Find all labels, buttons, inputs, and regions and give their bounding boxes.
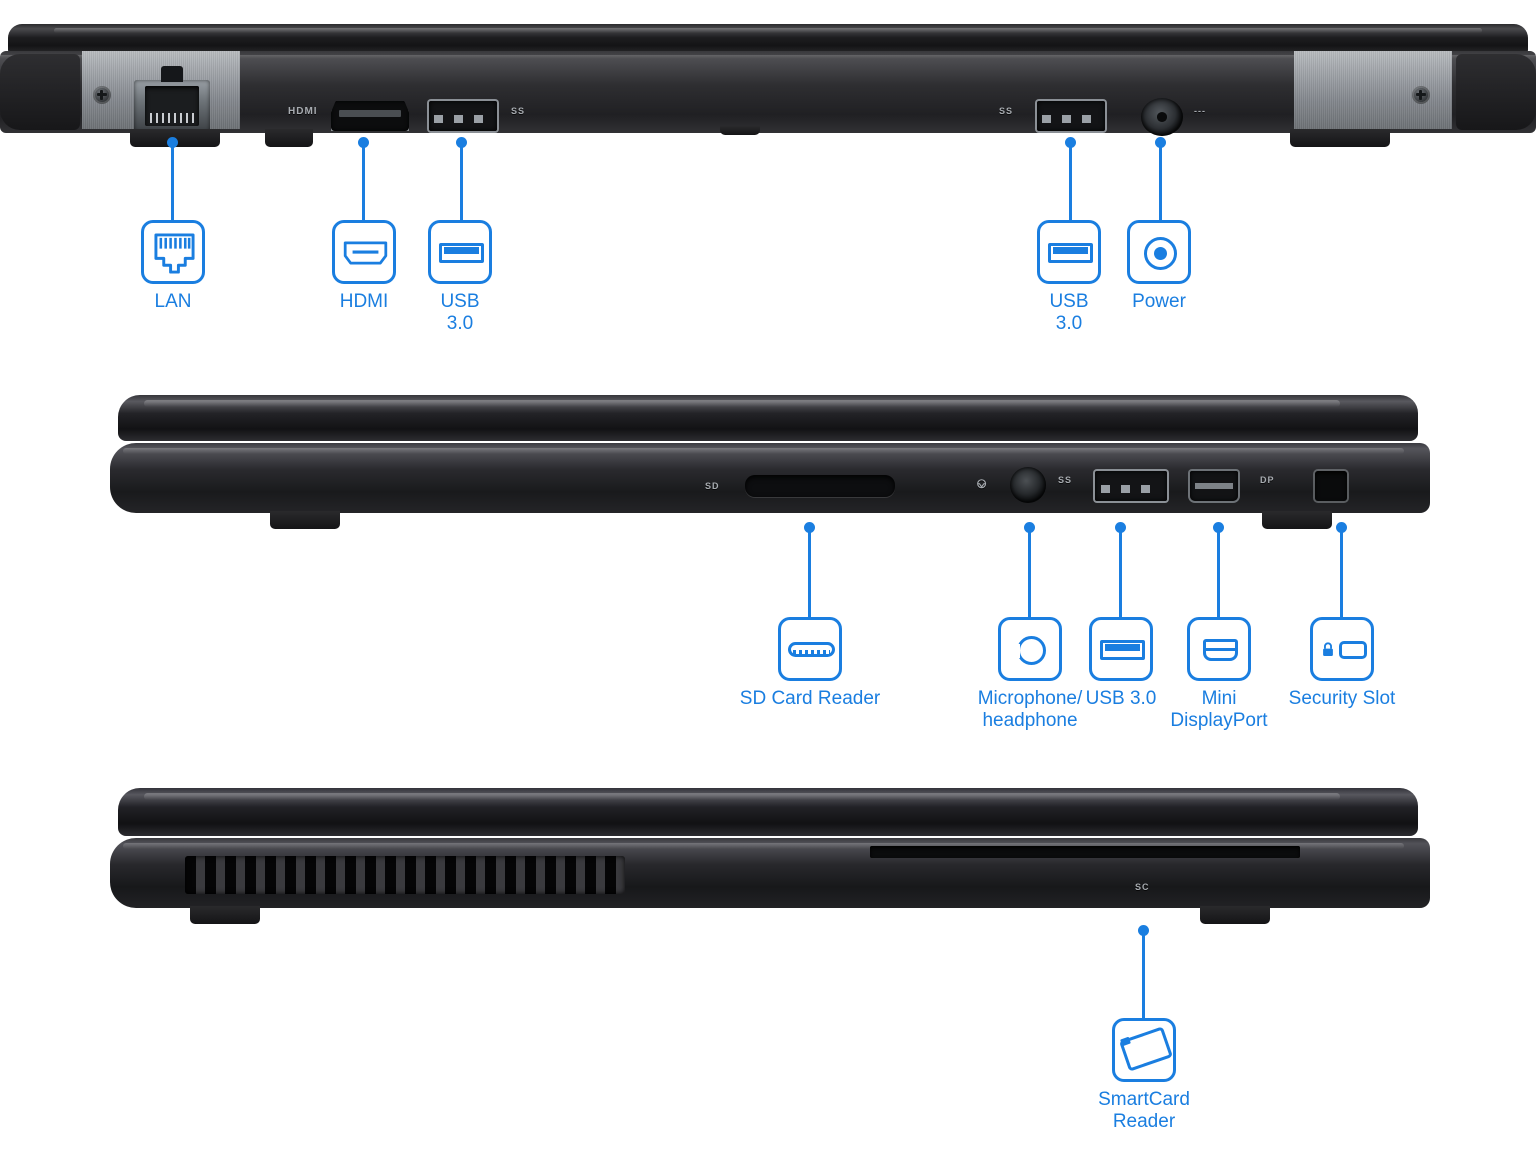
audio-jack-icon-glyph xyxy=(1016,636,1046,665)
sc-silkscreen-label: SC xyxy=(1135,882,1150,892)
callout-label: Microphone/ headphone xyxy=(977,688,1083,731)
callout-line-hdmi xyxy=(362,142,365,220)
padlock-icon-glyph xyxy=(1323,642,1333,656)
callout-label: Security Slot xyxy=(1288,688,1396,709)
usb-icon-glyph xyxy=(1100,640,1145,660)
callout-audio-jack[interactable]: Microphone/ headphone xyxy=(978,617,1082,732)
right-endcap xyxy=(1456,54,1536,130)
left-endcap xyxy=(0,54,80,130)
usb-icon xyxy=(1089,617,1153,681)
rubber-foot xyxy=(270,511,340,529)
sd-silkscreen-label: SD xyxy=(705,481,720,491)
audio-jack-icon xyxy=(998,617,1062,681)
hinge-screw-right xyxy=(1412,86,1430,104)
callout-security-slot[interactable]: Security Slot xyxy=(1289,617,1395,710)
callout-power[interactable]: Power xyxy=(1127,220,1191,313)
callout-lan[interactable]: LAN xyxy=(141,220,205,313)
callout-usb-side[interactable]: USB 3.0 xyxy=(1086,617,1156,710)
laptop-base xyxy=(0,51,1536,133)
laptop-lid xyxy=(118,395,1418,441)
power-port xyxy=(1141,98,1183,136)
rubber-foot xyxy=(1200,906,1270,924)
callout-line-usb-rear-left xyxy=(460,142,463,220)
usb-icon-glyph xyxy=(439,243,484,263)
dc-silkscreen-label: --- xyxy=(1194,106,1206,116)
hdmi-port xyxy=(331,101,409,131)
callout-line-usb-rear-right xyxy=(1069,142,1072,220)
callout-label: SD Card Reader xyxy=(739,688,881,709)
laptop-right-side-view: SD ⎉ SS DP xyxy=(110,395,1430,529)
usb-ss-silkscreen-right: SS xyxy=(999,106,1014,116)
power-icon xyxy=(1127,220,1191,284)
headphone-silkscreen-icon: ⎉ xyxy=(976,475,989,491)
lan-icon xyxy=(141,220,205,284)
usb-port-rear-right xyxy=(1037,101,1105,131)
laptop-left-side-view: SC xyxy=(110,788,1430,924)
security-lock-icon xyxy=(1310,617,1374,681)
callout-label: HDMI xyxy=(339,291,389,312)
rubber-foot xyxy=(265,129,313,147)
dp-silkscreen-label: DP xyxy=(1260,475,1275,485)
audio-jack-port xyxy=(1010,467,1046,503)
latch-notch xyxy=(720,126,760,135)
lock-slot-icon-glyph xyxy=(1339,641,1367,659)
hdmi-silkscreen-label: HDMI xyxy=(288,106,318,117)
callout-sd-card-reader[interactable]: SD Card Reader xyxy=(740,617,880,710)
callout-line-smartcard xyxy=(1142,930,1145,1018)
lan-port-pins xyxy=(150,113,194,123)
usb-ss-silkscreen-side: SS xyxy=(1058,475,1073,485)
displayport-icon-glyph xyxy=(1203,639,1238,661)
lan-port xyxy=(134,66,210,132)
callout-label: Mini DisplayPort xyxy=(1170,688,1268,731)
sd-card-icon-glyph xyxy=(788,642,835,657)
smartcard-icon-glyph xyxy=(1119,1026,1173,1072)
callout-line-sd xyxy=(808,527,811,617)
callout-line-power xyxy=(1159,142,1162,220)
rubber-foot xyxy=(1262,511,1332,529)
laptop-lid xyxy=(8,24,1528,54)
hdmi-icon xyxy=(332,220,396,284)
callout-line-security xyxy=(1340,527,1343,617)
callout-label: USB 3.0 xyxy=(1085,688,1157,709)
lan-port-tab xyxy=(161,66,183,83)
usb-icon xyxy=(428,220,492,284)
rubber-foot xyxy=(190,906,260,924)
callout-line-mdp xyxy=(1217,527,1220,617)
lan-port-cavity xyxy=(144,86,200,126)
base-highlight xyxy=(0,55,1536,59)
callout-label: Power xyxy=(1132,291,1186,312)
laptop-lid xyxy=(118,788,1418,836)
smartcard-slot xyxy=(870,846,1300,858)
mini-displayport-port xyxy=(1190,471,1238,501)
callout-label: SmartCard Reader xyxy=(1098,1089,1190,1132)
callout-label: USB 3.0 xyxy=(1049,291,1089,334)
callout-line-audio xyxy=(1028,527,1031,617)
callout-label: LAN xyxy=(154,291,192,312)
callout-usb-rear-right[interactable]: USB 3.0 xyxy=(1037,220,1101,335)
power-icon-glyph xyxy=(1144,237,1177,270)
cooling-vent xyxy=(185,856,625,894)
usb-icon-glyph xyxy=(1048,243,1093,263)
security-lock-slot xyxy=(1315,471,1347,501)
callout-smartcard-reader[interactable]: SmartCard Reader xyxy=(1098,1018,1190,1133)
callout-line-usb-side xyxy=(1119,527,1122,617)
usb-port-rear-left xyxy=(429,101,497,131)
usb-port-side xyxy=(1095,471,1167,501)
hinge-screw-left xyxy=(93,86,111,104)
usb-icon xyxy=(1037,220,1101,284)
callout-mini-displayport[interactable]: Mini DisplayPort xyxy=(1170,617,1268,732)
smartcard-icon xyxy=(1112,1018,1176,1082)
callout-hdmi[interactable]: HDMI xyxy=(332,220,396,313)
callout-line-lan xyxy=(171,142,174,220)
laptop-rear-view: HDMI SS SS --- xyxy=(0,24,1536,147)
sd-card-icon xyxy=(778,617,842,681)
displayport-icon xyxy=(1187,617,1251,681)
callout-label: USB 3.0 xyxy=(440,291,480,334)
sd-card-slot xyxy=(745,475,895,497)
usb-ss-silkscreen-left: SS xyxy=(511,106,526,116)
rubber-foot xyxy=(1290,129,1390,147)
lan-icon-glyph xyxy=(154,233,195,274)
callout-usb-rear-left[interactable]: USB 3.0 xyxy=(428,220,492,335)
hdmi-icon-glyph xyxy=(343,241,388,265)
